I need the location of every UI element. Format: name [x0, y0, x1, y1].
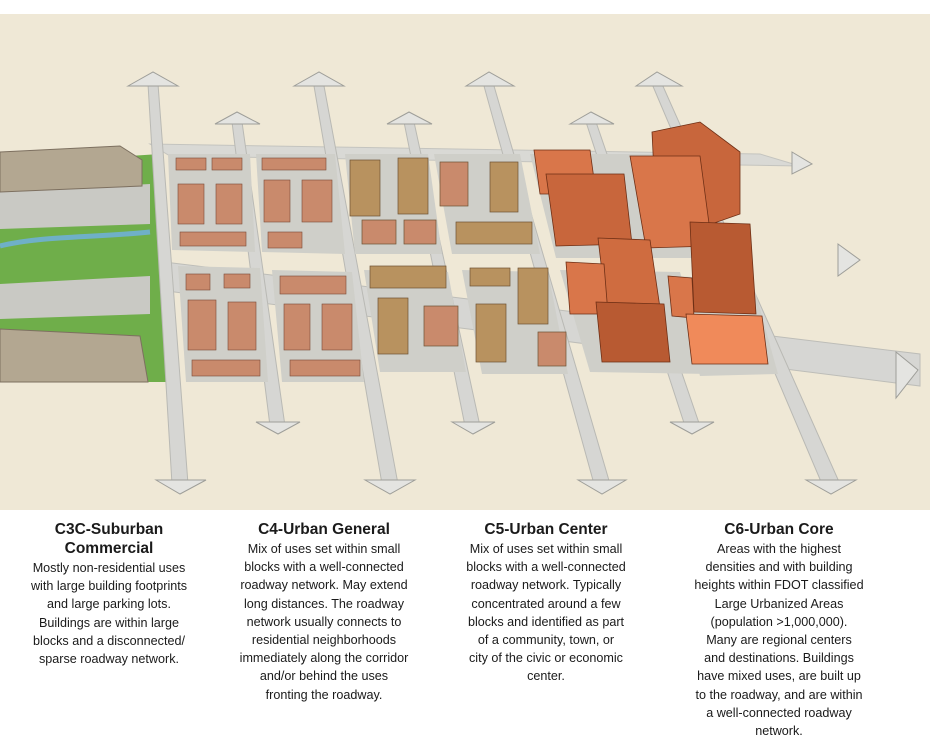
arrow-up-5	[464, 71, 516, 87]
tower	[595, 301, 671, 363]
c3c-big-box-store-south	[0, 328, 149, 383]
arrow-down-6	[669, 421, 715, 435]
arrow-right-back	[791, 151, 814, 175]
arrow-up-7	[634, 71, 684, 87]
mid-rise	[537, 331, 567, 367]
caption-c6-urban-core: C6-Urban Core Areas with the highest den…	[684, 520, 874, 740]
arrow-up-4	[386, 111, 433, 125]
c4-zone	[168, 154, 364, 382]
context-classification-illustration	[0, 14, 930, 510]
c3c-parking-lot-south	[0, 276, 150, 319]
house	[177, 183, 205, 225]
tower	[667, 275, 695, 319]
c6-zone	[530, 121, 778, 376]
caption-title: C4-Urban General	[258, 521, 390, 538]
tower	[689, 221, 757, 315]
c4-block-3	[178, 266, 268, 382]
house	[263, 179, 291, 223]
tower	[685, 313, 769, 365]
arrow-right-mid	[837, 243, 861, 277]
house	[187, 299, 217, 351]
arrow-down-1	[154, 479, 207, 495]
tower	[597, 237, 661, 309]
mid-rise	[403, 219, 437, 245]
house	[175, 157, 207, 171]
mid-rise	[439, 161, 469, 207]
house	[279, 275, 347, 295]
arrow-down-3	[363, 479, 417, 495]
house	[185, 273, 211, 291]
caption-c5-urban-center: C5-Urban Center Mix of uses set within s…	[448, 520, 644, 686]
mid-rise	[469, 267, 511, 287]
c3c-water-feature	[0, 229, 151, 249]
c6-towers	[533, 121, 769, 365]
c5-buildings	[349, 157, 567, 367]
arrowheads	[126, 71, 919, 495]
c4-houses	[175, 157, 361, 377]
caption-title: C6-Urban Core	[724, 521, 834, 538]
caption-title: C5-Urban Center	[484, 521, 608, 538]
arrow-right-corridor	[895, 350, 919, 400]
house	[301, 179, 333, 223]
caption-description: Mix of uses set within small blocks with…	[466, 542, 626, 684]
caption-c4-urban-general: C4-Urban General Mix of uses set within …	[226, 520, 422, 704]
c5-zone	[345, 154, 568, 374]
house	[267, 231, 303, 249]
c3c-zone	[0, 145, 168, 383]
street-grid-svg	[0, 71, 921, 495]
mid-rise	[369, 265, 447, 289]
arrow-down-4	[450, 421, 496, 435]
house	[261, 157, 327, 171]
arrow-up-3	[292, 71, 346, 87]
c3c-parking-lot	[0, 184, 150, 229]
caption-description: Mix of uses set within small blocks with…	[239, 542, 409, 702]
arrow-up-1	[126, 71, 180, 87]
house	[321, 303, 353, 351]
caption-description: Areas with the highest densities and wit…	[694, 542, 864, 739]
arrow-up-2	[214, 111, 261, 125]
house	[289, 359, 361, 377]
mid-rise	[455, 221, 533, 245]
house	[227, 301, 257, 351]
mid-rise	[475, 303, 507, 363]
mid-rise	[377, 297, 409, 355]
house	[283, 303, 311, 351]
c4-block-1	[168, 154, 255, 252]
mid-rise	[397, 157, 429, 215]
house	[215, 183, 243, 225]
mid-rise	[423, 305, 459, 347]
mid-rise	[489, 161, 519, 213]
arrow-down-7	[804, 479, 858, 495]
arrow-up-6	[568, 111, 615, 125]
house	[179, 231, 247, 247]
arrow-down-5	[576, 479, 628, 495]
mid-rise	[517, 267, 549, 325]
mid-rise	[349, 159, 381, 217]
mid-rise	[361, 219, 397, 245]
tower	[545, 173, 633, 247]
caption-description: Mostly non-residential uses with large b…	[30, 561, 188, 667]
c4-block-4	[272, 270, 364, 382]
caption-c3c-suburban-commercial: C3C-Suburban Commercial Mostly non-resid…	[14, 520, 204, 668]
house	[191, 359, 261, 377]
c3c-big-box-store	[0, 145, 143, 193]
c4-block-2	[256, 154, 345, 254]
arrow-down-2	[255, 421, 301, 435]
caption-title: C3C-Suburban Commercial	[54, 521, 164, 557]
house	[223, 273, 251, 289]
house	[211, 157, 243, 171]
